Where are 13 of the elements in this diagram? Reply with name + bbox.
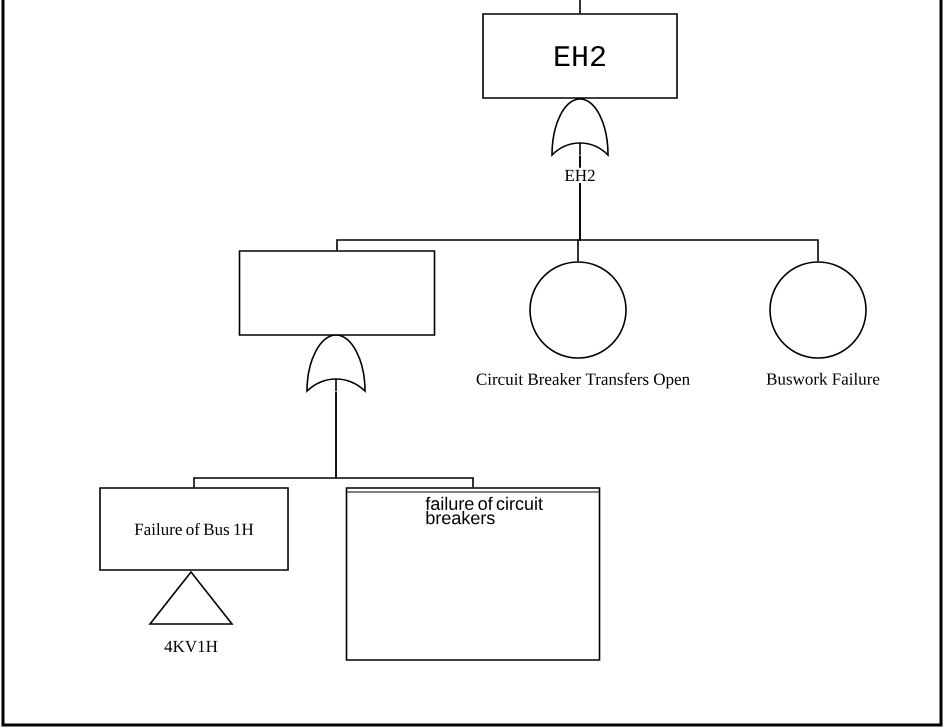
event-box (238, 250, 436, 336)
event-box: Failure of Bus 1H (99, 487, 289, 571)
node-label: Circuit Breaker Transfers Open (476, 372, 690, 388)
node-label: 4KV1H (164, 640, 218, 652)
connector-line (335, 392, 474, 488)
event-box: EH2 (482, 13, 678, 99)
connector-line (579, 0, 581, 14)
connector-line (579, 156, 819, 262)
gate-label: EH2 (562, 168, 598, 184)
event-box: failure of circuit breakers (346, 487, 600, 661)
node-label: Buswork Failure (766, 372, 880, 385)
or-gate (551, 98, 609, 156)
or-gate (306, 334, 366, 392)
